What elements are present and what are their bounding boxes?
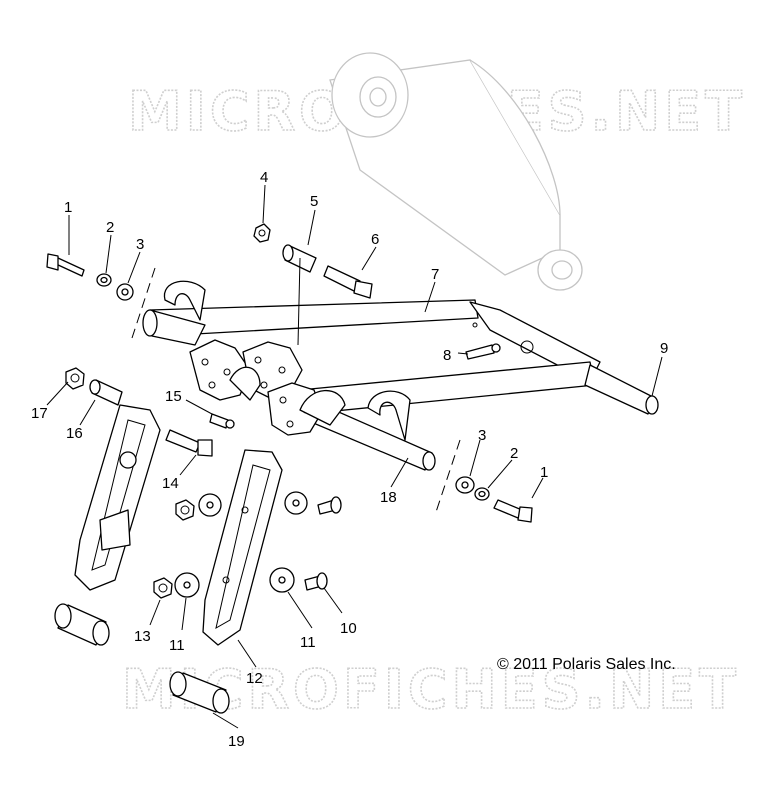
- grease-fitting-part-8: [465, 343, 501, 360]
- washer-upper-center: [198, 493, 222, 517]
- callout-3-left: 3: [136, 236, 144, 253]
- callout-7: 7: [431, 266, 439, 283]
- bolt-part-1-left: [46, 253, 85, 277]
- washer-upper-right: [284, 491, 308, 515]
- link-plate-part-12: [202, 449, 283, 646]
- washer-part-3-left: [116, 283, 134, 301]
- callout-11-left: 11: [169, 637, 185, 654]
- grease-fitting-part-15: [209, 413, 235, 429]
- front-torque-arm: [142, 280, 659, 471]
- callout-18: 18: [380, 489, 397, 506]
- callout-1-right: 1: [540, 464, 548, 481]
- callout-16: 16: [66, 425, 83, 442]
- bushing-part-19: [169, 671, 230, 714]
- callout-6: 6: [371, 231, 379, 248]
- spacer-part-16: [89, 379, 123, 406]
- callout-9: 9: [660, 340, 668, 357]
- callout-19: 19: [228, 733, 245, 750]
- callout-2-right: 2: [510, 445, 518, 462]
- copyright-text: © 2011 Polaris Sales Inc.: [497, 656, 676, 673]
- pin-part-10: [304, 572, 328, 591]
- callout-12: 12: [246, 670, 263, 687]
- bolt-part-1-right: [493, 499, 533, 523]
- callout-10: 10: [340, 620, 357, 637]
- bushing-left-lower: [54, 603, 110, 646]
- alignment-line-left: [131, 267, 156, 339]
- nut-part-13: [153, 577, 173, 599]
- callout-15: 15: [165, 388, 182, 405]
- callout-1-left: 1: [64, 199, 72, 216]
- callout-8: 8: [443, 347, 451, 364]
- shock-absorber: [329, 52, 583, 291]
- bolt-part-14: [165, 429, 213, 457]
- callout-17: 17: [31, 405, 48, 422]
- washer-part-3-right: [455, 476, 475, 494]
- callout-3-right: 3: [478, 427, 486, 444]
- spacer-part-5: [282, 244, 317, 273]
- nut-part-17: [65, 367, 85, 390]
- callout-13: 13: [134, 628, 151, 645]
- callout-numbers: 1 2 3 4 5 6 7 8 9 10 11 11 12 13 14 15 1…: [31, 169, 668, 750]
- pin-upper-right: [317, 496, 342, 515]
- washer-part-11-left: [174, 572, 200, 598]
- washer-part-2-right: [474, 487, 490, 501]
- bolt-part-6: [323, 265, 373, 299]
- callout-14: 14: [162, 475, 179, 492]
- nut-part-13-upper: [175, 499, 195, 521]
- nut-part-4: [253, 223, 271, 243]
- callout-5: 5: [310, 193, 318, 210]
- callout-2-left: 2: [106, 219, 114, 236]
- link-plate-left: [74, 404, 161, 591]
- washer-part-2-left: [96, 273, 112, 287]
- alignment-line-right: [435, 439, 461, 513]
- leader-lines: [46, 184, 663, 729]
- callout-4: 4: [260, 169, 268, 186]
- washer-part-11-right: [269, 567, 295, 593]
- callout-11-right: 11: [300, 634, 316, 651]
